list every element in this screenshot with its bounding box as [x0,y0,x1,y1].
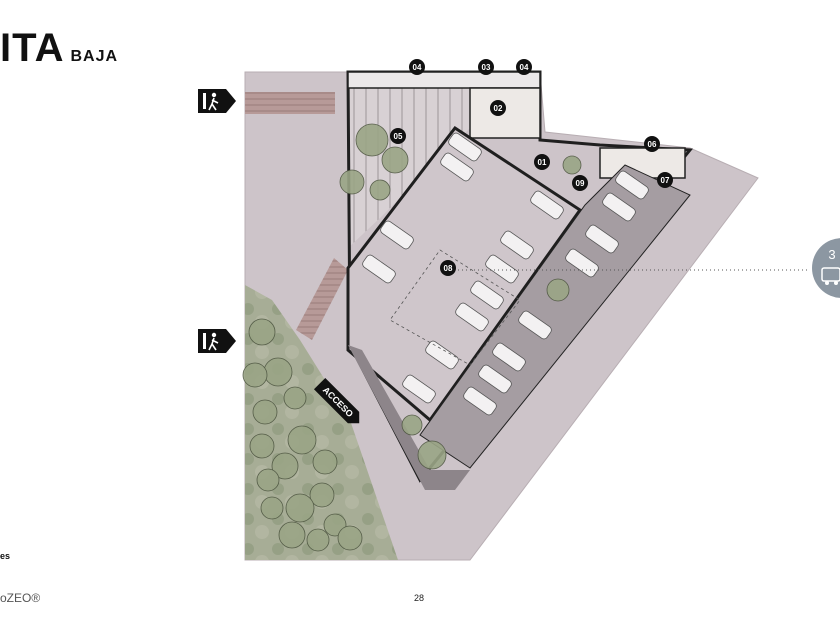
room-02 [469,87,541,139]
marker-07: 07 [657,172,673,188]
marker-05: 05 [390,128,406,144]
pedestrian-entry-icon [198,329,236,353]
service-rooms [347,71,541,89]
svg-text:04: 04 [413,63,422,72]
page-title: ITA BAJA [0,26,118,71]
pedestrian-entry-icon [198,89,236,113]
walkway-diagonal [296,258,348,340]
trees [242,123,582,552]
marker-09: 09 [572,175,588,191]
parked-cars [362,132,649,416]
parking-band [419,164,691,469]
side-marker-number: 3 [828,247,835,262]
title-main: ITA [0,26,65,70]
marker-06: 06 [644,136,660,152]
marker-04a: 04 [409,59,425,75]
brand-logo-text: oZEO® [0,591,41,605]
van-icon [821,267,840,285]
side-marker: 3 [812,238,840,298]
parking-hall [346,125,583,423]
walkway-top [245,92,335,114]
svg-text:02: 02 [494,104,503,113]
garden-strip [348,78,470,248]
svg-text:09: 09 [576,179,585,188]
svg-text:06: 06 [648,140,657,149]
svg-text:08: 08 [444,264,453,273]
svg-text:01: 01 [538,158,547,167]
ramp-outline [389,249,521,366]
svg-text:04: 04 [520,63,529,72]
svg-text:07: 07 [661,176,670,185]
svg-text:03: 03 [482,63,491,72]
access-road [348,345,470,490]
svg-text:05: 05 [394,132,403,141]
vegetation-zone [245,285,398,560]
page-number: 28 [414,593,425,603]
title-sub: BAJA [70,48,119,65]
legend-note: es [0,551,11,561]
marker-02: 02 [490,100,506,116]
marker-08: 08 [440,260,456,276]
marker-04b: 04 [516,59,532,75]
marker-03: 03 [478,59,494,75]
marker-01: 01 [534,154,550,170]
